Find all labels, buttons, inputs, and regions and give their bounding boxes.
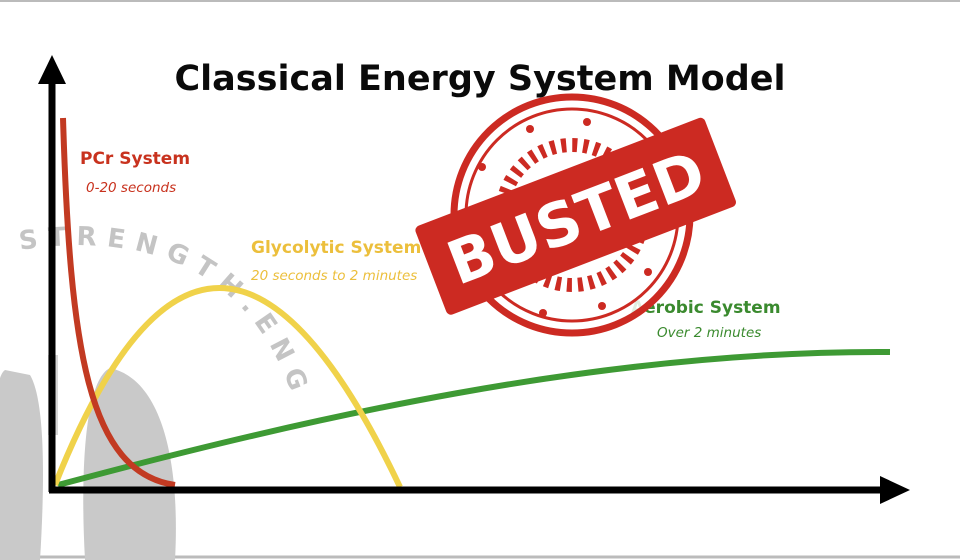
glycolytic-curve bbox=[52, 285, 403, 489]
chart-title: Classical Energy System Model bbox=[174, 59, 785, 99]
pcr-label: PCr System bbox=[80, 149, 190, 169]
aerobic-curve bbox=[57, 348, 891, 488]
x-axis-arrow-icon bbox=[880, 476, 910, 504]
pcr-duration: 0-20 seconds bbox=[86, 180, 176, 196]
aerobic-label: Aerobic System bbox=[631, 298, 781, 318]
y-axis-arrow-icon bbox=[38, 55, 66, 84]
pcr-curve bbox=[60, 117, 176, 488]
x-axis bbox=[49, 476, 910, 504]
busted-stamp: BUSTED bbox=[415, 93, 736, 337]
glycolytic-duration: 20 seconds to 2 minutes bbox=[251, 268, 417, 284]
y-axis bbox=[38, 55, 66, 492]
glycolytic-label: Glycolytic System bbox=[251, 238, 421, 258]
aerobic-duration: Over 2 minutes bbox=[657, 325, 761, 341]
